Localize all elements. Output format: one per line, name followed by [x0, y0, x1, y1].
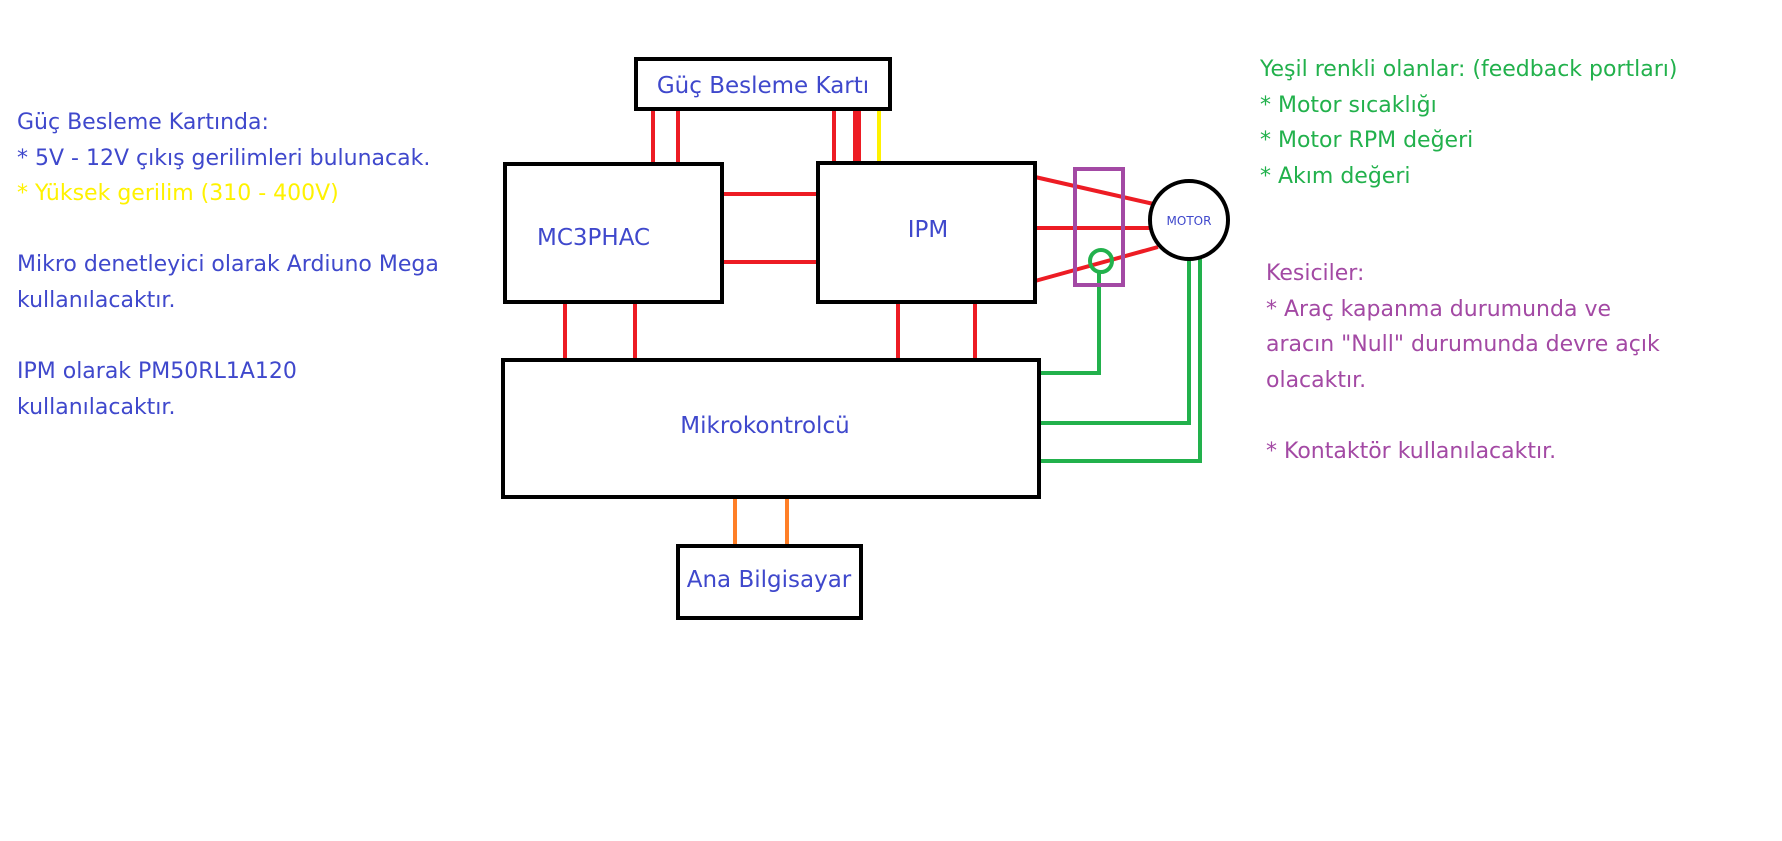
notes-breakers: Kesiciler: * Araç kapanma durumunda ve a… [1266, 256, 1660, 470]
note-power-title: Güç Besleme Kartında: [17, 110, 269, 135]
feedback-item-rpm: * Motor RPM değeri [1260, 128, 1474, 154]
note-spacer [17, 319, 439, 355]
motor-label: MOTOR [1167, 214, 1212, 228]
main-computer-box [676, 544, 863, 620]
feedback-item-temperature: * Motor sıcaklığı [1260, 92, 1437, 118]
block-labels: Güç Besleme Kartı MC3PHAC IPM Mikrokontr… [537, 73, 1211, 593]
comm-wires [733, 497, 789, 546]
main-computer-label: Ana Bilgisayar [687, 567, 852, 593]
note-mcu-line1: Mikro denetleyici olarak Ardiuno Mega [17, 252, 439, 278]
feedback-title: Yeşil renkli olanlar: (feedback portları… [1260, 57, 1678, 82]
breaker-box [1073, 167, 1125, 287]
breakers-line4: * Kontaktör kullanılacaktır. [1266, 438, 1557, 464]
wire-feedback-rpm [1037, 258, 1202, 463]
note-power-line1: * 5V - 12V çıkış gerilimleri bulunacak. [17, 145, 431, 171]
mc3phac-label: MC3PHAC [537, 225, 650, 251]
wire-ipm-motor-1 [1034, 175, 1159, 207]
feedback-item-current: * Akım değeri [1260, 163, 1411, 189]
note-spacer [17, 212, 439, 248]
wire-ipm-motor-3 [1034, 245, 1159, 283]
current-sensor [1088, 248, 1114, 274]
motor-circle [1148, 179, 1230, 261]
wire-feedback-current [1037, 272, 1101, 375]
power-board-label: Güç Besleme Kartı [657, 73, 869, 99]
note-mcu-line2: kullanılacaktır. [17, 287, 176, 313]
notes-feedback: Yeşil renkli olanlar: (feedback portları… [1260, 52, 1677, 194]
ipm-box [816, 161, 1037, 304]
microcontroller-label: Mikrokontrolcü [680, 413, 849, 439]
notes-left: Güç Besleme Kartında: * 5V - 12V çıkış g… [17, 105, 439, 425]
microcontroller-box [501, 358, 1041, 499]
power-board-box [634, 57, 892, 111]
note-ipm-line1: IPM olarak PM50RL1A120 [17, 359, 297, 385]
ipm-label: IPM [908, 217, 949, 243]
note-power-line2: * Yüksek gerilim (310 - 400V) [17, 181, 339, 207]
breakers-line1: * Araç kapanma durumunda ve [1266, 296, 1611, 322]
note-spacer [1266, 398, 1660, 434]
breakers-line3: olacaktır. [1266, 367, 1367, 393]
note-ipm-line2: kullanılacaktır. [17, 394, 176, 420]
mc3phac-box [503, 162, 724, 304]
breakers-line2: aracın "Null" durumunda devre açık [1266, 332, 1660, 358]
blocks [501, 57, 1230, 620]
feedback-wires [1037, 248, 1202, 463]
breakers-title: Kesiciler: [1266, 261, 1365, 286]
power-wires [563, 109, 1159, 360]
wire-feedback-temperature [1037, 258, 1191, 425]
